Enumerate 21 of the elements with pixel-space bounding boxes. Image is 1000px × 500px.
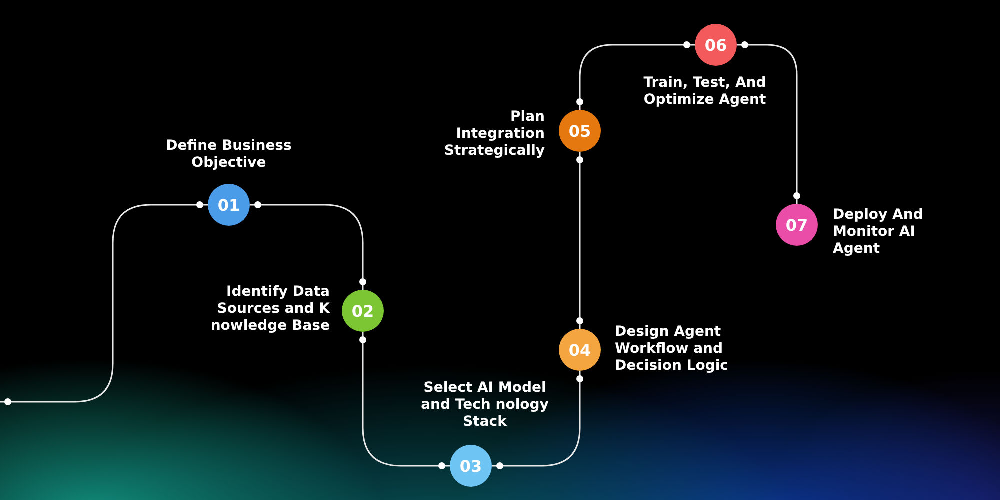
step-circle: 01 (208, 184, 250, 226)
step-circle: 02 (342, 290, 384, 332)
step-label: Train, Test, And Optimize Agent (642, 75, 768, 109)
connector-line (576, 42, 695, 110)
connector-line (360, 332, 450, 470)
connector-line (737, 42, 800, 204)
step-circle: 07 (776, 204, 818, 246)
step-label: Identify Data Sources and K nowledge Base (210, 284, 330, 335)
step-label: Plan Integration Strategically (443, 109, 545, 160)
step-circle: 06 (695, 24, 737, 66)
step-label: Design Agent Workflow and Decision Logic (615, 324, 730, 375)
connector-line (576, 152, 584, 329)
step-label: Deploy And Monitor AI Agent (833, 207, 924, 258)
step-circle: 04 (559, 329, 601, 371)
connector-line (492, 371, 584, 470)
step-label: Define Business Objective (165, 138, 293, 172)
connector-line (0, 202, 208, 406)
step-circle: 05 (559, 110, 601, 152)
connector-line (250, 202, 366, 290)
step-label: Select AI Model and Tech nology Stack (420, 380, 550, 431)
step-circle: 03 (450, 445, 492, 487)
